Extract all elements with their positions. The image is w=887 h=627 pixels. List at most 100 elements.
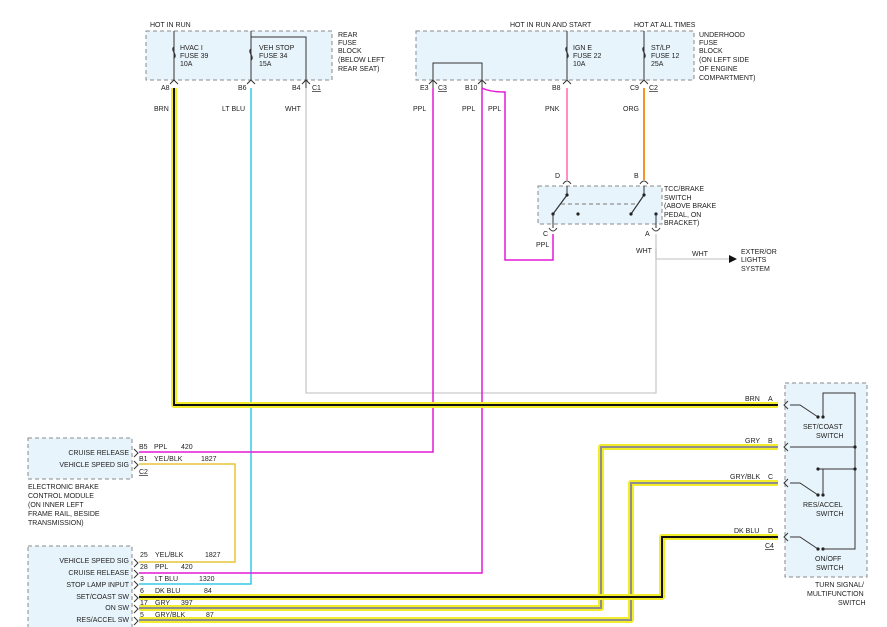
- fuse-12-line-3: 25A: [651, 61, 664, 68]
- pcm-row-2-color: PPL: [155, 564, 168, 571]
- connector-taps: [133, 79, 649, 626]
- tcc-pin-c: C: [543, 231, 548, 238]
- pcm-row-6-circuit: 87: [206, 612, 214, 619]
- exterior-lights: EXTER/OR LIGHTS SYSTEM: [729, 249, 777, 273]
- ts-pin-d: D: [768, 528, 773, 535]
- rear-fuse-block-label-2: FUSE: [338, 40, 357, 47]
- ts-res-accel-line-2: SWITCH: [816, 511, 844, 518]
- pcm-row-4-name: SET/COAST SW: [76, 594, 129, 601]
- label-ppl-c: PPL: [536, 242, 549, 249]
- pin-b8: B8: [552, 85, 561, 92]
- header-hot-at-all-times: HOT AT ALL TIMES: [634, 22, 696, 29]
- ts-set-coast-line-2: SWITCH: [816, 433, 844, 440]
- fuse-22-line-1: IGN E: [573, 45, 592, 52]
- fuse-34-line-1: VEH STOP: [259, 45, 295, 52]
- underhood-fuse-block: IGN E FUSE 22 10A ST/LP FUSE 12 25A UNDE…: [420, 31, 756, 92]
- label-lt-blu: LT BLU: [222, 106, 245, 113]
- ebcm-label-3: (ON INNER LEFT: [28, 502, 84, 509]
- turn-signal-switch: BRN GRY GRY/BLK DK BLU A B C D C4 SE: [730, 392, 866, 607]
- label-org: ORG: [623, 106, 639, 113]
- ebcm-row-1-color: PPL: [154, 444, 167, 451]
- label-wht: WHT: [285, 106, 302, 113]
- pcm-row-3-pin: 3: [140, 576, 144, 583]
- tcc-pin-a: A: [645, 231, 650, 238]
- ebcm-row-1-pin: B5: [139, 444, 148, 451]
- wire-gry: [139, 446, 778, 609]
- ts-on-off-line-2: SWITCH: [816, 565, 844, 572]
- arrow-right-icon: [729, 255, 737, 263]
- ts-pin-a: A: [768, 396, 773, 403]
- pcm-row-5-circuit: 397: [181, 600, 193, 607]
- fuse-22-line-2: FUSE 22: [573, 53, 602, 60]
- fuse-34-line-3: 15A: [259, 61, 272, 68]
- connector-c3: C3: [438, 85, 447, 92]
- pin-a8: A8: [161, 85, 170, 92]
- ts-wire-label-brn: BRN: [745, 396, 760, 403]
- pcm-row-6-name: RES/ACCEL SW: [76, 617, 129, 624]
- wire-ppl-b10-pcm: [139, 88, 483, 574]
- wire-ppl-e3-ebcm: [139, 88, 434, 453]
- ebcm-row-2-circuit: 1827: [201, 456, 217, 463]
- fuse-12-line-2: FUSE 12: [651, 53, 680, 60]
- label-ppl-b10: PPL: [462, 106, 475, 113]
- header-hot-in-run: HOT IN RUN: [150, 22, 191, 29]
- fuse-22-line-3: 10A: [573, 61, 586, 68]
- wire-brn-highlight: [171, 88, 778, 408]
- connector-c2-underhood: C2: [649, 85, 658, 92]
- ts-wire-label-dk-blu: DK BLU: [734, 528, 759, 535]
- rear-fuse-block-label-3: BLOCK: [338, 48, 362, 55]
- exterior-lights-line-1: EXTER/OR: [741, 249, 777, 256]
- fuse-12-symbol: [642, 46, 646, 59]
- pcm-row-4-pin: 6: [140, 588, 144, 595]
- ebcm-row-1-circuit: 420: [181, 444, 193, 451]
- tcc-brake-switch-box: [537, 185, 663, 225]
- pcm-row-1-circuit: 1827: [205, 552, 221, 559]
- label-ppl-e3: PPL: [413, 106, 426, 113]
- fuse-34-symbol: [249, 48, 253, 61]
- underhood-label-5: OF ENGINE: [699, 66, 738, 73]
- wire-gry-blk: [139, 482, 778, 621]
- fuse-39-line-1: HVAC I: [180, 45, 203, 52]
- exterior-lights-line-2: LIGHTS: [741, 257, 767, 264]
- pcm-row-1-pin: 25: [140, 552, 148, 559]
- ts-connector-c4: C4: [765, 543, 774, 550]
- pcm-row-4-color: DK BLU: [155, 588, 180, 595]
- pcm: VEHICLE SPEED SIG CRUISE RELEASE STOP LA…: [59, 552, 220, 624]
- pcm-row-4-circuit: 84: [204, 588, 212, 595]
- ebcm-row-1-name: CRUISE RELEASE: [68, 450, 129, 457]
- tcc-label-5: BRACKET): [664, 220, 699, 227]
- pin-e3: E3: [420, 85, 429, 92]
- underhood-label-3: BLOCK: [699, 48, 723, 55]
- ts-pin-c: C: [768, 474, 773, 481]
- ebcm-label-1: ELECTRONIC BRAKE: [28, 484, 99, 491]
- tcc-label-4: PEDAL, ON: [664, 212, 701, 219]
- connector-c1: C1: [312, 85, 321, 92]
- wire-brn: [173, 88, 778, 406]
- label-wht-a: WHT: [636, 248, 653, 255]
- pin-b4: B4: [292, 85, 301, 92]
- pcm-row-1-color: YEL/BLK: [155, 552, 184, 559]
- rear-fuse-block-label-4: (BELOW LEFT: [338, 57, 385, 64]
- ebcm-label-5: TRANSMISSION): [28, 520, 84, 527]
- ts-label-1: TURN SIGNAL/: [815, 582, 864, 589]
- wire-dk-blu: [139, 536, 778, 598]
- ts-set-coast-line-1: SET/COAST: [803, 424, 843, 431]
- underhood-label-4: (ON LEFT SIDE: [699, 57, 749, 64]
- rear-fuse-block-label-5: REAR SEAT): [338, 66, 380, 73]
- pcm-row-6-pin: 5: [140, 612, 144, 619]
- pcm-row-3-name: STOP LAMP INPUT: [66, 582, 129, 589]
- underhood-label-6: COMPARTMENT): [699, 75, 756, 82]
- rear-fuse-block: HVAC I FUSE 39 10A VEH STOP FUSE 34 15A …: [161, 31, 385, 92]
- ebcm: CRUISE RELEASE VEHICLE SPEED SIG B5 PPL …: [28, 444, 217, 527]
- wire-lt-blu: [139, 88, 252, 585]
- ebcm-box: [27, 437, 133, 480]
- pcm-box: [27, 545, 133, 627]
- pcm-row-5-color: GRY: [155, 600, 170, 607]
- pcm-row-5-name: ON SW: [105, 605, 129, 612]
- pcm-row-3-color: LT BLU: [155, 576, 178, 583]
- pcm-row-1-name: VEHICLE SPEED SIG: [59, 558, 129, 565]
- label-wht-exterior: WHT: [692, 251, 709, 258]
- pin-b10: B10: [465, 85, 478, 92]
- exterior-lights-line-3: SYSTEM: [741, 266, 770, 273]
